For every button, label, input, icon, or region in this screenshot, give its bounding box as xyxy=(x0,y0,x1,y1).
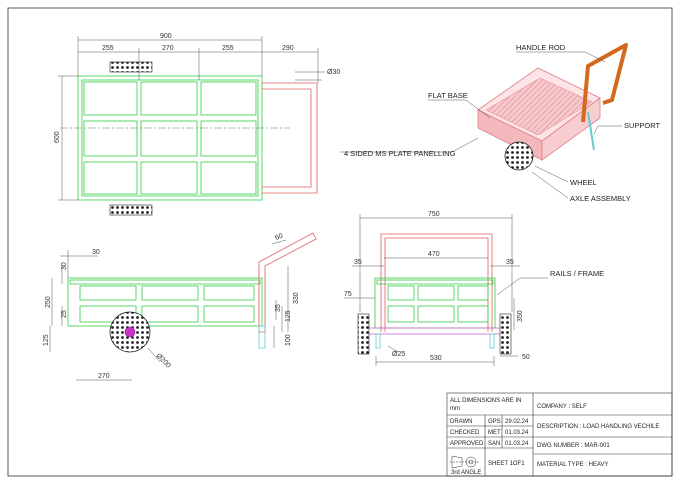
label-panelling: 4 SIDED MS PLATE PANELLING xyxy=(344,149,456,158)
tb-checked-by: MET xyxy=(488,430,501,436)
tb-approved-date: 01.03.24 xyxy=(505,441,529,447)
dim-front-530: 530 xyxy=(430,355,442,362)
dim-depth: 600 xyxy=(54,131,61,143)
tb-dwg-number: DWG NUMBER : MAR-001 xyxy=(537,443,610,449)
dim-side-30-top: 30 xyxy=(92,249,100,256)
title-block: ALL DIMENSIONS ARE IN mm COMPANY : SELF … xyxy=(446,392,673,477)
tb-checked: CHECKED xyxy=(450,430,480,436)
dim-side-270: 270 xyxy=(98,373,110,380)
dim-bay3: 255 xyxy=(222,45,234,52)
dim-side-25: 25 xyxy=(61,310,68,318)
top-view-handle xyxy=(262,82,318,194)
dim-side-60: 60 xyxy=(274,233,284,242)
dim-bay1: 255 xyxy=(102,45,114,52)
dim-side-100: 100 xyxy=(285,334,292,346)
dim-side-30-left: 30 xyxy=(61,262,68,270)
iso-flat-base xyxy=(485,77,593,136)
tb-company: COMPANY : SELF xyxy=(537,404,587,410)
front-wheel-right xyxy=(499,313,512,355)
iso-wheel xyxy=(504,141,534,171)
dim-side-125b: 125 xyxy=(285,310,292,322)
tb-sheet: SHEET 1OF1 xyxy=(488,461,525,467)
dim-bay2: 270 xyxy=(162,45,174,52)
iso-handle-rod xyxy=(581,43,628,123)
top-wheel-upper xyxy=(109,61,153,73)
dim-front-35-left: 35 xyxy=(354,259,362,266)
front-support-left xyxy=(375,333,381,349)
tb-description: DESCRIPTION : LOAD HANDLING VECHILE xyxy=(537,424,659,430)
front-handle xyxy=(380,233,493,332)
top-view-dimensions xyxy=(58,36,325,201)
tb-projection: 3rd ANGLE xyxy=(451,470,481,476)
tb-material: MATERIAL TYPE : HEAVY xyxy=(537,462,608,468)
dim-front-75: 75 xyxy=(344,291,352,298)
front-view: 750 470 35 35 75 Ø25 530 50 350 RAILS / … xyxy=(344,211,604,366)
tb-drawn-date: 29.02.24 xyxy=(505,419,529,425)
iso-support xyxy=(587,111,595,151)
dim-side-125: 125 xyxy=(43,334,50,346)
iso-view: HANDLE ROD FLAT BASE SUPPORT 4 SIDED MS … xyxy=(340,43,661,203)
label-rails-frame: RAILS / FRAME xyxy=(550,269,604,278)
side-wheel-hub xyxy=(124,326,136,338)
side-view-support xyxy=(258,325,266,349)
front-support-right xyxy=(489,333,495,349)
front-axle xyxy=(367,327,504,335)
iso-leaders xyxy=(340,51,622,199)
dim-tube-dia: Ø30 xyxy=(327,69,340,76)
side-view-dimensions xyxy=(49,239,289,381)
top-view-frame xyxy=(77,75,263,201)
tb-drawn-by: GPS xyxy=(488,419,501,425)
front-dimensions xyxy=(344,214,548,366)
tb-note-line1: ALL DIMENSIONS ARE IN xyxy=(450,398,521,404)
dim-handle-length: 290 xyxy=(282,45,294,52)
dim-side-35: 35 xyxy=(275,304,282,312)
dim-front-50: 50 xyxy=(522,354,530,361)
tb-approved-by: SAN xyxy=(488,441,500,447)
top-view: 900 255 270 255 290 Ø30 600 xyxy=(54,33,340,216)
label-flat-base: FLAT BASE xyxy=(428,91,468,100)
label-wheel: WHEEL xyxy=(570,178,597,187)
tb-note-line2: mm xyxy=(450,406,460,412)
dim-front-350: 350 xyxy=(517,310,524,322)
label-axle-assembly: AXLE ASSEMBLY xyxy=(570,194,631,203)
side-view: 30 30 60 250 25 125 330 35 125 100 Ø200 … xyxy=(43,232,317,381)
tb-checked-date: 01.03.24 xyxy=(505,430,529,436)
third-angle-projection-icon xyxy=(450,455,479,469)
front-frame xyxy=(374,277,496,329)
dim-wheel-dia: Ø200 xyxy=(155,352,172,369)
label-handle-rod: HANDLE ROD xyxy=(516,43,566,52)
dim-front-25-dia: Ø25 xyxy=(392,351,405,358)
dim-side-330: 330 xyxy=(293,292,300,304)
tb-approved: APPROVED xyxy=(450,441,484,447)
dim-900: 900 xyxy=(160,33,172,40)
label-support: SUPPORT xyxy=(624,121,661,130)
front-wheel-left xyxy=(357,313,370,355)
dim-front-35-right: 35 xyxy=(506,259,514,266)
side-view-frame xyxy=(67,277,263,327)
dim-front-750: 750 xyxy=(428,211,440,218)
tb-drawn: DRAWN xyxy=(450,419,472,425)
sheet-border xyxy=(7,7,673,477)
dim-side-250: 250 xyxy=(45,296,52,308)
dim-front-470: 470 xyxy=(428,251,440,258)
top-wheel-lower xyxy=(109,204,153,216)
